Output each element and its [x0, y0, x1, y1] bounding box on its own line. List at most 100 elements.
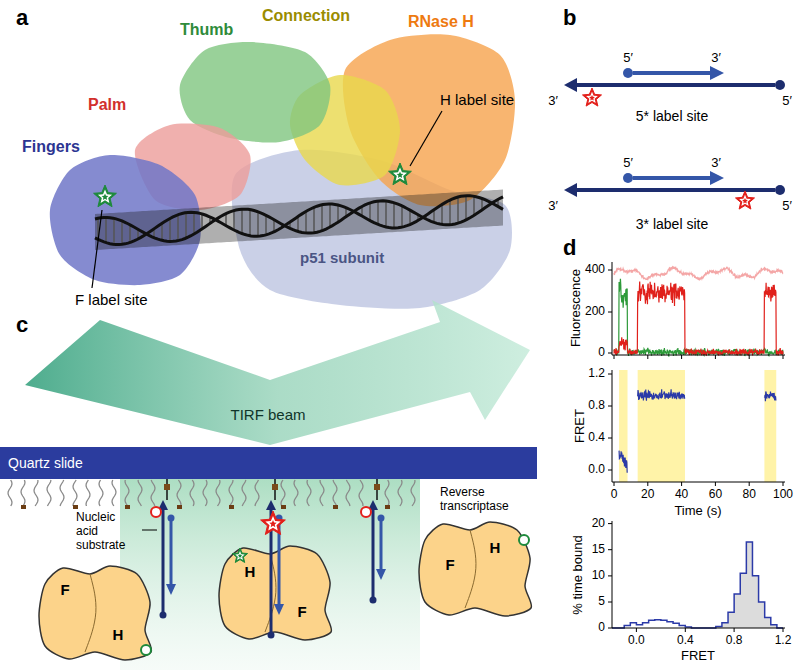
streptavidin	[164, 484, 170, 490]
donor-dye-star-core	[102, 193, 109, 200]
donor-dye-star-inner	[393, 168, 407, 181]
peg-brush	[333, 480, 337, 506]
peg-brush	[21, 480, 25, 506]
acceptor-trace	[614, 282, 783, 356]
axis-line	[608, 575, 612, 576]
reverse-transcriptase-cartoon	[219, 546, 332, 640]
strand-end-dot	[623, 68, 633, 78]
acceptor-dye-star-inner	[739, 195, 751, 206]
strand-end-label: 5′	[623, 156, 633, 171]
donor-dye-star	[389, 163, 412, 185]
strand-end-label: 3′	[711, 156, 721, 171]
base-pair	[177, 215, 179, 241]
base-pair	[449, 200, 451, 225]
peg-brush	[411, 480, 415, 506]
axis-tick-label: 100	[773, 488, 793, 502]
axis-title: Fluorescence	[569, 269, 584, 347]
domain-letter: F	[297, 603, 306, 620]
axis-line	[685, 628, 686, 632]
axis-line	[608, 470, 612, 471]
peg-brush	[203, 480, 207, 506]
domain-letter: F	[60, 581, 69, 598]
axis-line	[734, 628, 735, 632]
band-label: Quartz slide	[8, 455, 83, 471]
acceptor-dye-star-core	[589, 95, 595, 100]
axis-line	[608, 602, 612, 603]
base-pair	[233, 211, 235, 230]
strand-end-dot	[623, 173, 633, 183]
axis-tick-label: 200	[585, 305, 605, 319]
axis-tick-label: 0.0	[588, 463, 605, 477]
dna-strand	[95, 196, 503, 245]
strand-end-label: 3′	[548, 94, 558, 109]
axis-line	[636, 628, 637, 632]
panel-b-substrates	[564, 66, 785, 209]
peg-brush	[229, 480, 233, 506]
nucleic-acid-substrate	[151, 479, 176, 619]
base-pair	[257, 212, 259, 236]
enzyme-outline	[419, 522, 532, 616]
base-pair	[457, 197, 459, 223]
base-pair	[473, 196, 475, 215]
panel-letter: c	[16, 312, 28, 337]
strand-arrowhead	[166, 584, 176, 595]
peg-brush	[320, 480, 324, 506]
strand-arrowhead	[266, 500, 276, 510]
donor-dye-star-core	[397, 171, 404, 178]
template-strand	[162, 508, 165, 615]
peg-brush	[359, 480, 363, 506]
panel-a-structure	[50, 34, 515, 308]
peg-brush	[177, 480, 181, 506]
dna-duplex	[95, 190, 503, 250]
axis-tick-label: 0.8	[588, 399, 605, 413]
axis-tick-label: 0.4	[588, 431, 605, 445]
primer-strand	[633, 176, 712, 180]
axis-tick-label: 0.8	[726, 634, 743, 648]
axis-line	[783, 628, 784, 632]
axis-line	[783, 482, 784, 486]
strand-end-label: 5′	[782, 94, 792, 109]
label-site-caption: 5* label site	[636, 108, 708, 124]
strand-end-dot	[378, 515, 385, 522]
axis-title: % time bound	[571, 535, 586, 615]
domain-label: Thumb	[180, 21, 233, 39]
axis-line	[749, 355, 750, 359]
domain-letter: H	[113, 626, 124, 643]
axis-line	[608, 523, 612, 524]
axis-tick-label: 0	[598, 346, 605, 360]
axis-title: FRET	[573, 409, 588, 443]
axis-tick-label: 0.4	[677, 634, 694, 648]
donor-dye-star	[94, 185, 117, 207]
acceptor-dye-star-inner	[586, 92, 598, 103]
peg-brush	[8, 480, 12, 506]
axis-line	[783, 355, 784, 359]
base-pair	[241, 209, 243, 233]
quartz-slide-band: Quartz slide	[0, 447, 537, 479]
axis-line	[612, 482, 785, 483]
donor-trace	[614, 279, 783, 356]
strand-arrowhead	[376, 569, 386, 580]
axis-line	[749, 482, 750, 486]
biotin-tag	[73, 505, 78, 509]
acceptor-dye-star-core	[742, 198, 748, 203]
base-pair	[409, 210, 411, 224]
base-pair	[193, 212, 195, 234]
domain-letter: H	[245, 563, 256, 580]
base-pair	[297, 217, 299, 232]
strand-arrowhead	[564, 78, 577, 92]
strand-arrowhead	[274, 604, 284, 615]
biotin-tag	[177, 505, 182, 509]
beam-label: TIRF beam	[230, 406, 305, 423]
axis-tick-label: 10	[592, 569, 605, 583]
biotin-tag	[229, 505, 234, 509]
acceptor-dye-star-outer	[735, 191, 754, 209]
peg-brush	[151, 480, 155, 506]
strand-arrowhead	[564, 183, 577, 197]
axis-line	[608, 270, 612, 271]
peg-brush	[47, 480, 51, 506]
biotin-tag	[125, 505, 130, 509]
total-intensity-trace	[614, 266, 783, 280]
peg-brush	[255, 480, 259, 506]
enzyme-outline	[219, 546, 332, 640]
